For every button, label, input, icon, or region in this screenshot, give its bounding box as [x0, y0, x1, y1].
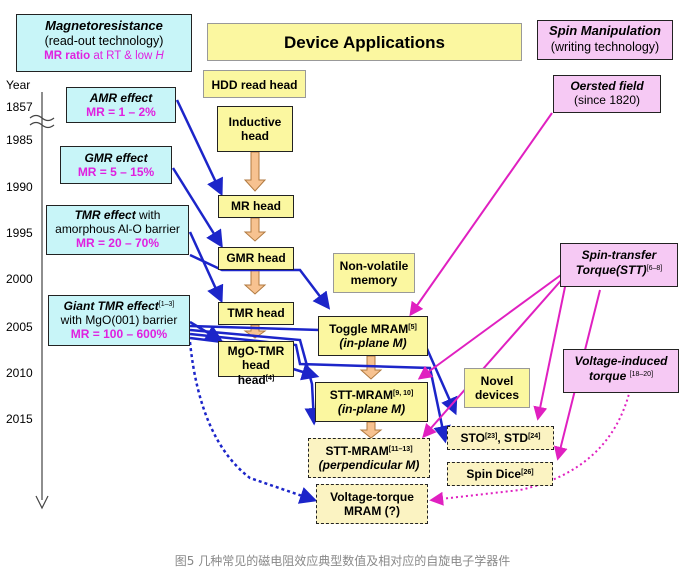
- voltage-induced-torque-box: Voltage-induced torque [18–20]: [563, 349, 679, 393]
- non-volatile-memory-label: Non-volatile memory: [333, 253, 415, 293]
- gmr-title: GMR effect: [84, 151, 148, 165]
- novel-devices-label: Novel devices: [464, 368, 530, 408]
- giant-tmr-mr-value: MR = 100 – 600%: [70, 327, 168, 341]
- spin-manipulation-arrows: [409, 112, 601, 461]
- mr-header-title: Magnetoresistance: [45, 18, 163, 33]
- year-axis-label: Year: [6, 78, 31, 92]
- year-1857: 1857: [6, 100, 33, 114]
- stt-mram-perpendicular-box: STT-MRAM[11–13] (perpendicular M): [308, 438, 430, 478]
- mr-ratio-caption: MR ratio at RT & low H: [44, 50, 164, 62]
- spin-manipulation-header: Spin Manipulation (writing technology): [537, 20, 673, 60]
- amr-mr-value: MR = 1 – 2%: [86, 105, 156, 119]
- gmr-head-box: GMR head: [218, 247, 294, 270]
- stt-mram-inplane-subtitle: (in-plane M): [337, 402, 406, 416]
- toggle-mram-box: Toggle MRAM[5] (in-plane M): [318, 316, 428, 356]
- year-2015: 2015: [6, 412, 33, 426]
- tmr-title: TMR effect with: [74, 208, 161, 222]
- gmr-mr-value: MR = 5 – 15%: [77, 165, 155, 179]
- stt-mram-perp-title: STT-MRAM[11–13]: [325, 444, 413, 458]
- voltage-torque-mram-box: Voltage-torque MRAM (?): [316, 484, 428, 524]
- gmr-effect-box: GMR effect MR = 5 – 15%: [60, 146, 172, 184]
- amr-effect-box: AMR effect MR = 1 – 2%: [66, 87, 176, 123]
- stt-mram-perp-subtitle: (perpendicular M): [318, 458, 420, 472]
- mgo-tmr-head-word: head[4]: [237, 373, 275, 387]
- spin-header-title: Spin Manipulation: [549, 23, 661, 38]
- hdd-chain-arrows: [243, 151, 383, 439]
- stt-mram-inplane-title: STT-MRAM[9, 10]: [329, 388, 414, 402]
- mr-effect-arrows: [171, 99, 458, 444]
- device-applications-header: Device Applications: [207, 23, 522, 61]
- stt-mram-inplane-box: STT-MRAM[9, 10] (in-plane M): [315, 382, 428, 422]
- tmr-mr-value: MR = 20 – 70%: [75, 236, 160, 250]
- tmr-barrier: amorphous Al-O barrier: [55, 222, 180, 236]
- vt-mram-magenta-dotted-arrow: [429, 389, 631, 506]
- toggle-mram-title: Toggle MRAM[5]: [329, 322, 417, 336]
- amr-title: AMR effect: [89, 91, 153, 105]
- figure-caption: 图5 几种常见的磁电阻效应典型数值及相对应的自旋电子学器件: [174, 554, 511, 568]
- inductive-head-box: Inductive head: [217, 106, 293, 152]
- vt-mram-blue-dotted-arrow: [188, 341, 318, 504]
- vit-line1: Voltage-induced: [574, 354, 668, 368]
- giant-tmr-title: Giant TMR effect[1–3]: [63, 299, 175, 313]
- oersted-since: (since 1820): [573, 93, 641, 107]
- year-2005: 2005: [6, 320, 33, 334]
- stt-box-line2: Torque(STT)[6–8]: [575, 263, 663, 277]
- oersted-title: Oersted field: [570, 79, 644, 93]
- timeline-axis: [29, 92, 55, 510]
- giant-tmr-barrier: with MgO(001) barrier: [60, 313, 178, 327]
- tmr-effect-box: TMR effect with amorphous Al-O barrier M…: [46, 205, 189, 255]
- mr-head-box: MR head: [218, 195, 294, 218]
- oersted-field-box: Oersted field (since 1820): [553, 75, 661, 113]
- toggle-mram-subtitle: (in-plane M): [339, 336, 407, 350]
- year-2010: 2010: [6, 366, 33, 380]
- year-2000: 2000: [6, 272, 33, 286]
- spin-header-subtitle: (writing technology): [550, 40, 660, 54]
- spin-dice-box: Spin Dice[26]: [447, 462, 553, 486]
- giant-tmr-effect-box: Giant TMR effect[1–3] with MgO(001) barr…: [48, 295, 190, 346]
- year-1985: 1985: [6, 133, 33, 147]
- mgo-tmr-name: MgO-TMR head: [227, 344, 285, 372]
- tmr-head-box: TMR head: [218, 302, 294, 325]
- hdd-read-head-label: HDD read head: [203, 70, 306, 98]
- sto-std-box: STO[23], STD[24]: [447, 426, 554, 450]
- spin-transfer-torque-box: Spin-transfer Torque(STT)[6–8]: [560, 243, 678, 287]
- vit-line2: torque [18–20]: [588, 369, 654, 383]
- mr-header-subtitle: (read-out technology): [44, 34, 164, 48]
- magnetoresistance-header: Magnetoresistance (read-out technology) …: [16, 14, 192, 72]
- year-1995: 1995: [6, 226, 33, 240]
- mgo-tmr-head-box: MgO-TMR head head[4]: [218, 341, 294, 387]
- stt-box-line1: Spin-transfer: [581, 248, 657, 262]
- year-1990: 1990: [6, 180, 33, 194]
